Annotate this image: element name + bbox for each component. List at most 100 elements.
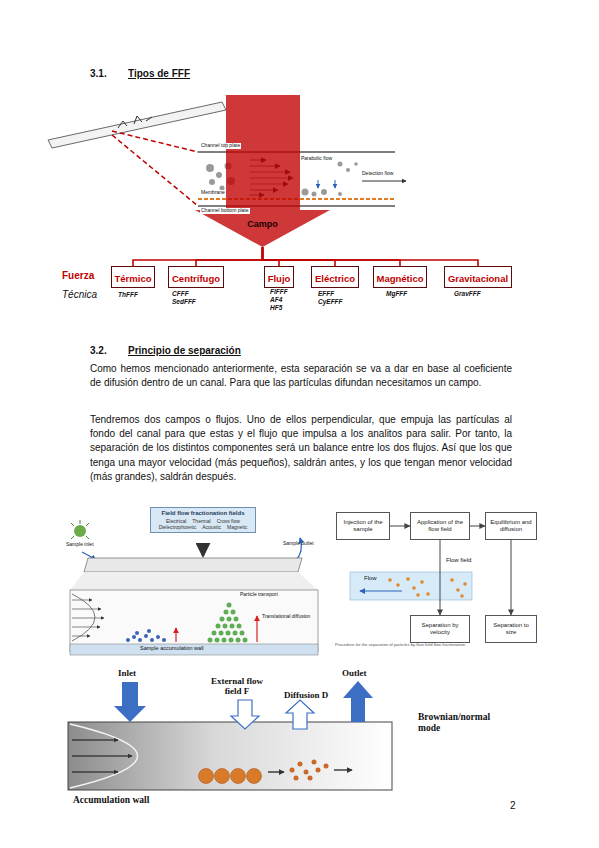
channel-illustration-part <box>118 116 152 128</box>
fff-channel-scheme-part-part <box>147 629 151 633</box>
field-item: Electrical <box>166 518 186 524</box>
fff-channel-scheme-part-part <box>126 638 130 642</box>
fff-channel-scheme-part-part <box>175 628 176 642</box>
field-item: Cross flow <box>217 518 240 524</box>
node-text: Gravitacional <box>448 273 508 284</box>
brownian-mode-channel-part-part <box>247 769 262 784</box>
fff-channel-scheme-part-part <box>243 638 248 643</box>
node-text: Magnético <box>377 273 424 284</box>
channel-illustration-part <box>112 135 198 206</box>
fff-channel-scheme-part-part <box>236 638 241 643</box>
fff-channel-scheme-part-part <box>256 616 257 642</box>
figure-label: Membrane <box>200 190 226 196</box>
fff-channel-scheme-part-part <box>227 603 232 608</box>
channel-illustration-part-part <box>206 164 214 172</box>
fff-channel-scheme-part <box>71 520 89 539</box>
section-heading: Principio de separación <box>128 345 241 357</box>
flowchart-channel-part-part <box>396 583 400 587</box>
figure-label: Translational diffusion <box>262 614 312 620</box>
figure-label: Detection flow <box>362 171 393 177</box>
technique-name: HF5 <box>270 304 282 311</box>
brownian-mode-channel-part-part <box>199 769 214 784</box>
brownian-mode-channel-part-part <box>72 756 132 757</box>
fff-channel-scheme-part-part <box>72 600 92 601</box>
flow-connector <box>390 526 410 527</box>
channel-illustration-part <box>362 181 406 182</box>
fff-channel-scheme-part <box>72 600 104 636</box>
channel-illustration-part-part <box>346 168 350 172</box>
figure-label: Flow field <box>446 557 471 564</box>
figure-label: Particle transport <box>240 592 278 598</box>
fff-channel-scheme-part-part <box>240 631 245 636</box>
field-item: Thermal <box>192 518 210 524</box>
brownian-mode-channel-part-part <box>316 768 321 773</box>
flowchart-channel-part-part <box>416 593 420 597</box>
channel-illustration-part <box>48 102 226 148</box>
fff-channel-scheme-part <box>72 594 95 641</box>
channel-illustration-part-part <box>302 189 309 196</box>
fff-channel-scheme-part-part <box>229 638 234 643</box>
field-item: Magnetic <box>227 524 247 530</box>
technique-name: MgFFF <box>386 290 407 297</box>
fff-channel-scheme-part <box>176 616 257 642</box>
tree-line <box>263 247 279 266</box>
technique-name: ThFFF <box>118 291 138 298</box>
figure-label: Channel bottom plate <box>200 208 250 214</box>
figure-caption: Procedure for the separation of particle… <box>335 643 535 648</box>
fff-channel-scheme-part <box>70 572 318 590</box>
brownian-mode-channel-part <box>114 682 146 722</box>
fff-channel-scheme-part <box>202 547 205 556</box>
flowchart-channel-part-part <box>460 594 464 598</box>
node-text: Separation to size <box>488 622 534 637</box>
fff-channel-scheme-part <box>208 603 248 643</box>
force-box: Flujo <box>264 266 295 288</box>
flowchart-channel-part-part <box>406 577 410 581</box>
fff-channel-scheme-part-part <box>233 631 238 636</box>
technique-name: AF4 <box>270 296 282 303</box>
fff-channel-scheme-part-part <box>230 624 235 629</box>
process-box: Equilibrium and diffusion <box>485 512 537 540</box>
flow-connector <box>511 540 512 615</box>
brownian-mode-channel-part-part <box>72 740 118 741</box>
brownian-mode-channel-part-part <box>334 769 352 770</box>
fff-channel-scheme-part-part <box>138 638 142 642</box>
fff-channel-scheme-part <box>74 525 86 537</box>
flowchart-channel-part-part <box>412 586 416 590</box>
flowchart-channel <box>350 572 472 600</box>
fff-channel-scheme-part-part <box>208 638 213 643</box>
figure-label: Fuerza <box>62 270 94 282</box>
node-text: Campo <box>195 219 330 229</box>
figure-label: Outlet <box>342 668 367 678</box>
brownian-mode-channel-part <box>68 722 392 790</box>
arrow-shape <box>195 95 330 247</box>
node-text: Separation by velocity <box>413 622 467 637</box>
technique-name: GravFFF <box>454 290 481 297</box>
channel-illustration-part <box>112 131 198 152</box>
force-box: Térmico <box>111 266 156 288</box>
channel-illustration-part-part <box>209 179 215 185</box>
field-item: Dielectrophoretic <box>159 524 197 530</box>
node-text: Equilibrium and diffusion <box>488 519 534 534</box>
brownian-mode-channel-part <box>290 760 329 781</box>
fff-channel-scheme-part <box>70 644 318 655</box>
node-text: Application of the flow field <box>413 519 467 534</box>
tree-line <box>263 247 335 266</box>
fff-channel-scheme-part-part <box>224 610 229 615</box>
section-heading: 3.2. <box>90 345 107 357</box>
brownian-mode-channel-part <box>286 700 314 729</box>
technique-name: CFFF <box>172 290 189 297</box>
flowchart-channel-part-part <box>388 578 392 582</box>
body-text: Como hemos mencionado anteriormente, est… <box>90 362 512 390</box>
fff-channel-scheme <box>70 520 318 655</box>
flowchart-channel-part-part <box>450 578 454 582</box>
tree-line <box>196 247 263 266</box>
process-box: Separation to size <box>485 615 537 643</box>
channel-illustration-part-part <box>321 189 327 195</box>
fff-channel-scheme-part-part <box>222 638 227 643</box>
figure-label: Diffusion D <box>284 690 328 700</box>
brownian-mode-channel-part-part <box>72 772 118 773</box>
fff-channel-scheme-part-part <box>227 617 232 622</box>
brownian-mode-channel-part-part <box>324 764 329 769</box>
fff-channel-scheme-part <box>126 629 166 642</box>
fff-channel-scheme-part-part <box>150 638 154 642</box>
